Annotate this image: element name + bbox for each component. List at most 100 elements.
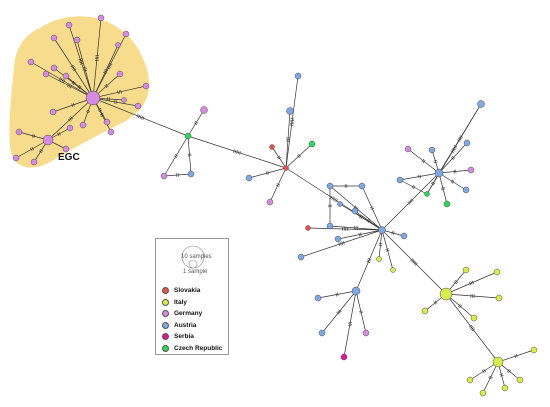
legend-item: Italy (162, 297, 187, 308)
legend-swatch (162, 333, 169, 341)
network-edge (15, 139, 49, 159)
haplotype-node (376, 256, 382, 262)
mutation-tick (173, 155, 178, 158)
legend-swatch (162, 287, 169, 294)
mutation-tick (419, 174, 421, 179)
mutation-tick (72, 67, 76, 70)
haplotype-node (421, 307, 429, 315)
mutation-tick (77, 84, 81, 89)
network-edge (317, 290, 357, 299)
mutation-tick (433, 301, 437, 305)
network-edge (399, 172, 440, 181)
haplotype-node (428, 146, 436, 154)
mutation-tick (83, 69, 88, 72)
network-edge (300, 229, 383, 258)
network-edge (269, 167, 287, 203)
network-edge (482, 361, 499, 394)
mutation-tick (341, 241, 344, 246)
mutation-tick (489, 375, 493, 378)
mutation-tick (367, 219, 371, 223)
mutation-tick (332, 197, 336, 201)
size-key-large-label: 10 samples (181, 254, 212, 260)
mutation-tick (409, 199, 413, 203)
haplotype-node (434, 168, 444, 178)
legend-label: Czech Republic (174, 345, 223, 352)
network-edges (15, 17, 535, 394)
mutation-tick (174, 154, 179, 157)
mutation-tick (118, 90, 121, 94)
mutation-tick (66, 83, 70, 88)
haplotype-node (62, 72, 70, 80)
mutation-tick (338, 309, 342, 313)
network-edge (438, 142, 468, 174)
mutation-tick (105, 83, 109, 88)
mutation-tick (411, 259, 415, 263)
network-edge (163, 135, 189, 177)
haplotype-node (79, 121, 87, 129)
mutation-tick (103, 70, 108, 73)
mutation-tick (233, 149, 235, 153)
mutation-tick (468, 324, 473, 328)
mutation-tick (277, 156, 282, 160)
network-edge (307, 227, 383, 231)
haplotype-node (245, 174, 253, 182)
haplotype-node (443, 200, 451, 208)
mutation-tick (31, 133, 34, 138)
mutation-tick (482, 369, 485, 374)
mutation-tick (453, 145, 458, 148)
mutation-tick (69, 84, 73, 89)
network-edge (438, 172, 467, 191)
haplotype-node (200, 106, 208, 114)
network-edge (497, 349, 535, 363)
mutation-tick (450, 150, 455, 153)
legend-swatch (162, 298, 169, 306)
mutation-tick (412, 260, 416, 264)
haplotype-node (15, 128, 23, 136)
legend-label: Germany (174, 310, 203, 318)
mutation-tick (104, 69, 108, 72)
mutation-tick (499, 375, 504, 377)
mutation-tick (142, 116, 145, 120)
haplotype-node (439, 287, 453, 301)
haplotype-node (462, 266, 470, 274)
mutation-tick (194, 121, 199, 124)
mutation-tick (453, 281, 458, 284)
network-edge (381, 172, 440, 231)
mutation-tick (337, 310, 341, 314)
haplotype-node (30, 158, 38, 166)
mutation-tick (348, 323, 352, 325)
mutation-tick (450, 179, 454, 183)
haplotype-node (326, 222, 334, 230)
haplotype-node (493, 268, 501, 276)
mutation-tick (515, 353, 518, 358)
mutation-tick (136, 114, 139, 118)
haplotype-node (116, 70, 124, 78)
mutation-tick (413, 185, 416, 190)
network-edge (355, 290, 367, 334)
mutation-tick (138, 114, 140, 119)
haplotype-node (326, 182, 334, 190)
mutation-tick (433, 159, 438, 162)
mutation-tick (410, 198, 414, 202)
mutation-tick (298, 153, 302, 157)
haplotype-node (122, 30, 130, 38)
mutation-tick (331, 196, 334, 200)
mutation-tick (441, 188, 446, 191)
mutation-tick (342, 240, 345, 245)
haplotype-node (266, 198, 274, 206)
network-edge (354, 210, 383, 231)
haplotype-node (378, 226, 386, 234)
network-edge (407, 148, 440, 174)
haplotype-node (12, 154, 20, 162)
network-edge (92, 97, 139, 107)
mutation-tick (334, 198, 337, 202)
haplotype-node (516, 376, 524, 384)
haplotype-node (470, 314, 478, 322)
mutation-tick (234, 149, 237, 154)
size-key-circles (181, 245, 205, 269)
haplotype-node (103, 118, 111, 126)
mutation-tick (358, 310, 363, 312)
mutation-tick (335, 199, 338, 203)
mutation-tick (115, 100, 117, 104)
mutation-tick (69, 117, 72, 121)
